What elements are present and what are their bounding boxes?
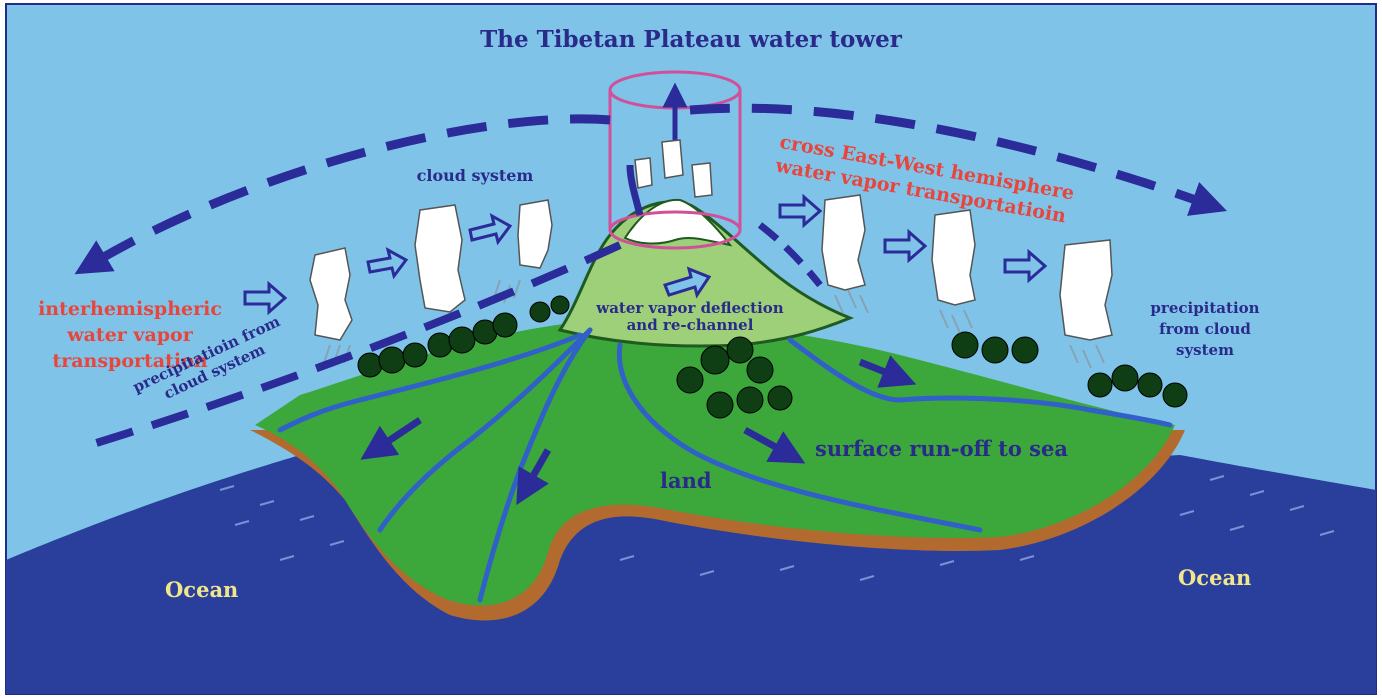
deflection-label-line1: water vapor deflection <box>596 299 784 317</box>
deflection-label-line2: and re-channel <box>626 316 754 334</box>
land-label: land <box>660 468 712 493</box>
ocean-right-label: Ocean <box>1178 565 1252 590</box>
ocean-waves <box>219 475 1335 581</box>
precipitation-return-arrow <box>88 241 622 449</box>
vapor-flow-arrows <box>243 193 1048 316</box>
plateau-snow <box>623 198 733 247</box>
runoff-label: surface run-off to sea <box>815 436 1068 461</box>
interhemispheric-arrow <box>74 114 611 275</box>
deflection-label: water vapor deflection and re-channel <box>560 300 820 334</box>
precipitation-right-line1: precipitation <box>1150 299 1260 317</box>
interhemispheric-label-line1: interhemispheric <box>38 298 222 320</box>
cross-hemisphere-arrow <box>689 103 1227 216</box>
cloud-system-label: cloud system <box>416 166 534 185</box>
precipitation-right-line3: system <box>1176 341 1234 359</box>
interhemispheric-label: interhemispheric water vapor transportat… <box>0 296 260 374</box>
clouds <box>309 139 1113 341</box>
runoff-arrows <box>360 355 917 506</box>
precipitation-right-line2: from cloud <box>1159 320 1251 338</box>
interhemispheric-label-line2: water vapor <box>67 324 193 346</box>
diagram-title: The Tibetan Plateau water tower <box>480 26 902 53</box>
deflection-arrow-left <box>626 164 644 216</box>
interhemispheric-label-line3: transportation <box>52 350 208 372</box>
ocean-left-label: Ocean <box>165 577 239 602</box>
precipitation-right-label: precipitation from cloud system <box>1105 298 1305 361</box>
trees <box>357 295 1188 419</box>
deflection-arrow-right <box>757 222 823 288</box>
